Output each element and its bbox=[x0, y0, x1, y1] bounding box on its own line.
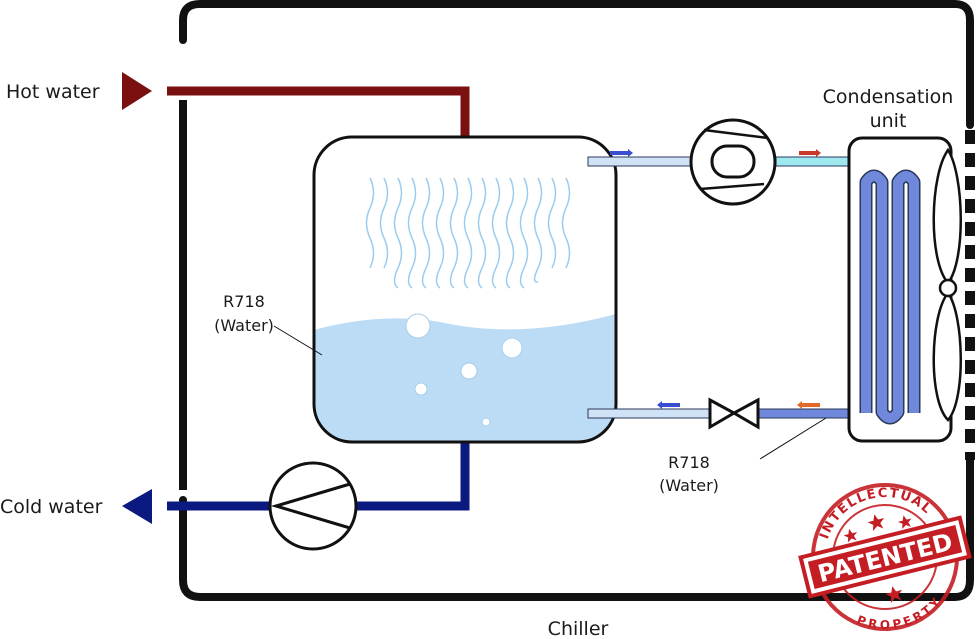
water-pump-icon bbox=[268, 461, 358, 551]
tank-label-leader bbox=[273, 325, 323, 356]
evaporator-tank bbox=[312, 135, 618, 444]
condensate-flow-arrow-icon bbox=[797, 401, 820, 409]
tank-label-line2: (Water) bbox=[214, 316, 274, 335]
fan-icon bbox=[932, 147, 962, 422]
pipe-label-line2: (Water) bbox=[659, 476, 719, 495]
expansion-valve-icon bbox=[708, 397, 760, 430]
condensation-unit bbox=[847, 136, 953, 443]
hot-water-pipe bbox=[167, 86, 470, 136]
vapor-lines bbox=[365, 177, 571, 289]
condensation-unit-label-line1: Condensation bbox=[823, 86, 954, 108]
condensation-unit-label-line2: unit bbox=[870, 110, 907, 132]
tank-label-line1: R718 bbox=[223, 292, 265, 311]
compressor-icon bbox=[689, 118, 777, 206]
liquid-flow-arrow-icon bbox=[657, 401, 680, 409]
chiller-label: Chiller bbox=[548, 618, 609, 639]
bubbles bbox=[405, 313, 523, 427]
vapor-flow-arrow-icon bbox=[610, 149, 633, 157]
cold-water-label: Cold water bbox=[0, 496, 103, 518]
hot-vapor-flow-arrow-icon bbox=[799, 149, 821, 157]
chiller-frame bbox=[179, 0, 974, 601]
pipe-label-leader bbox=[759, 417, 827, 460]
pipe-label-line1: R718 bbox=[668, 453, 710, 472]
condenser-coil-inner bbox=[861, 171, 919, 423]
hot-water-label: Hot water bbox=[6, 81, 100, 103]
patented-stamp: INTELLECTUAL PROPERTY PATENTED bbox=[798, 473, 972, 639]
stamp-stars-icon bbox=[843, 514, 912, 603]
cold-water-arrow-icon bbox=[122, 489, 152, 524]
hot-water-arrow-icon bbox=[122, 72, 152, 110]
cold-water-pipe bbox=[167, 440, 470, 511]
